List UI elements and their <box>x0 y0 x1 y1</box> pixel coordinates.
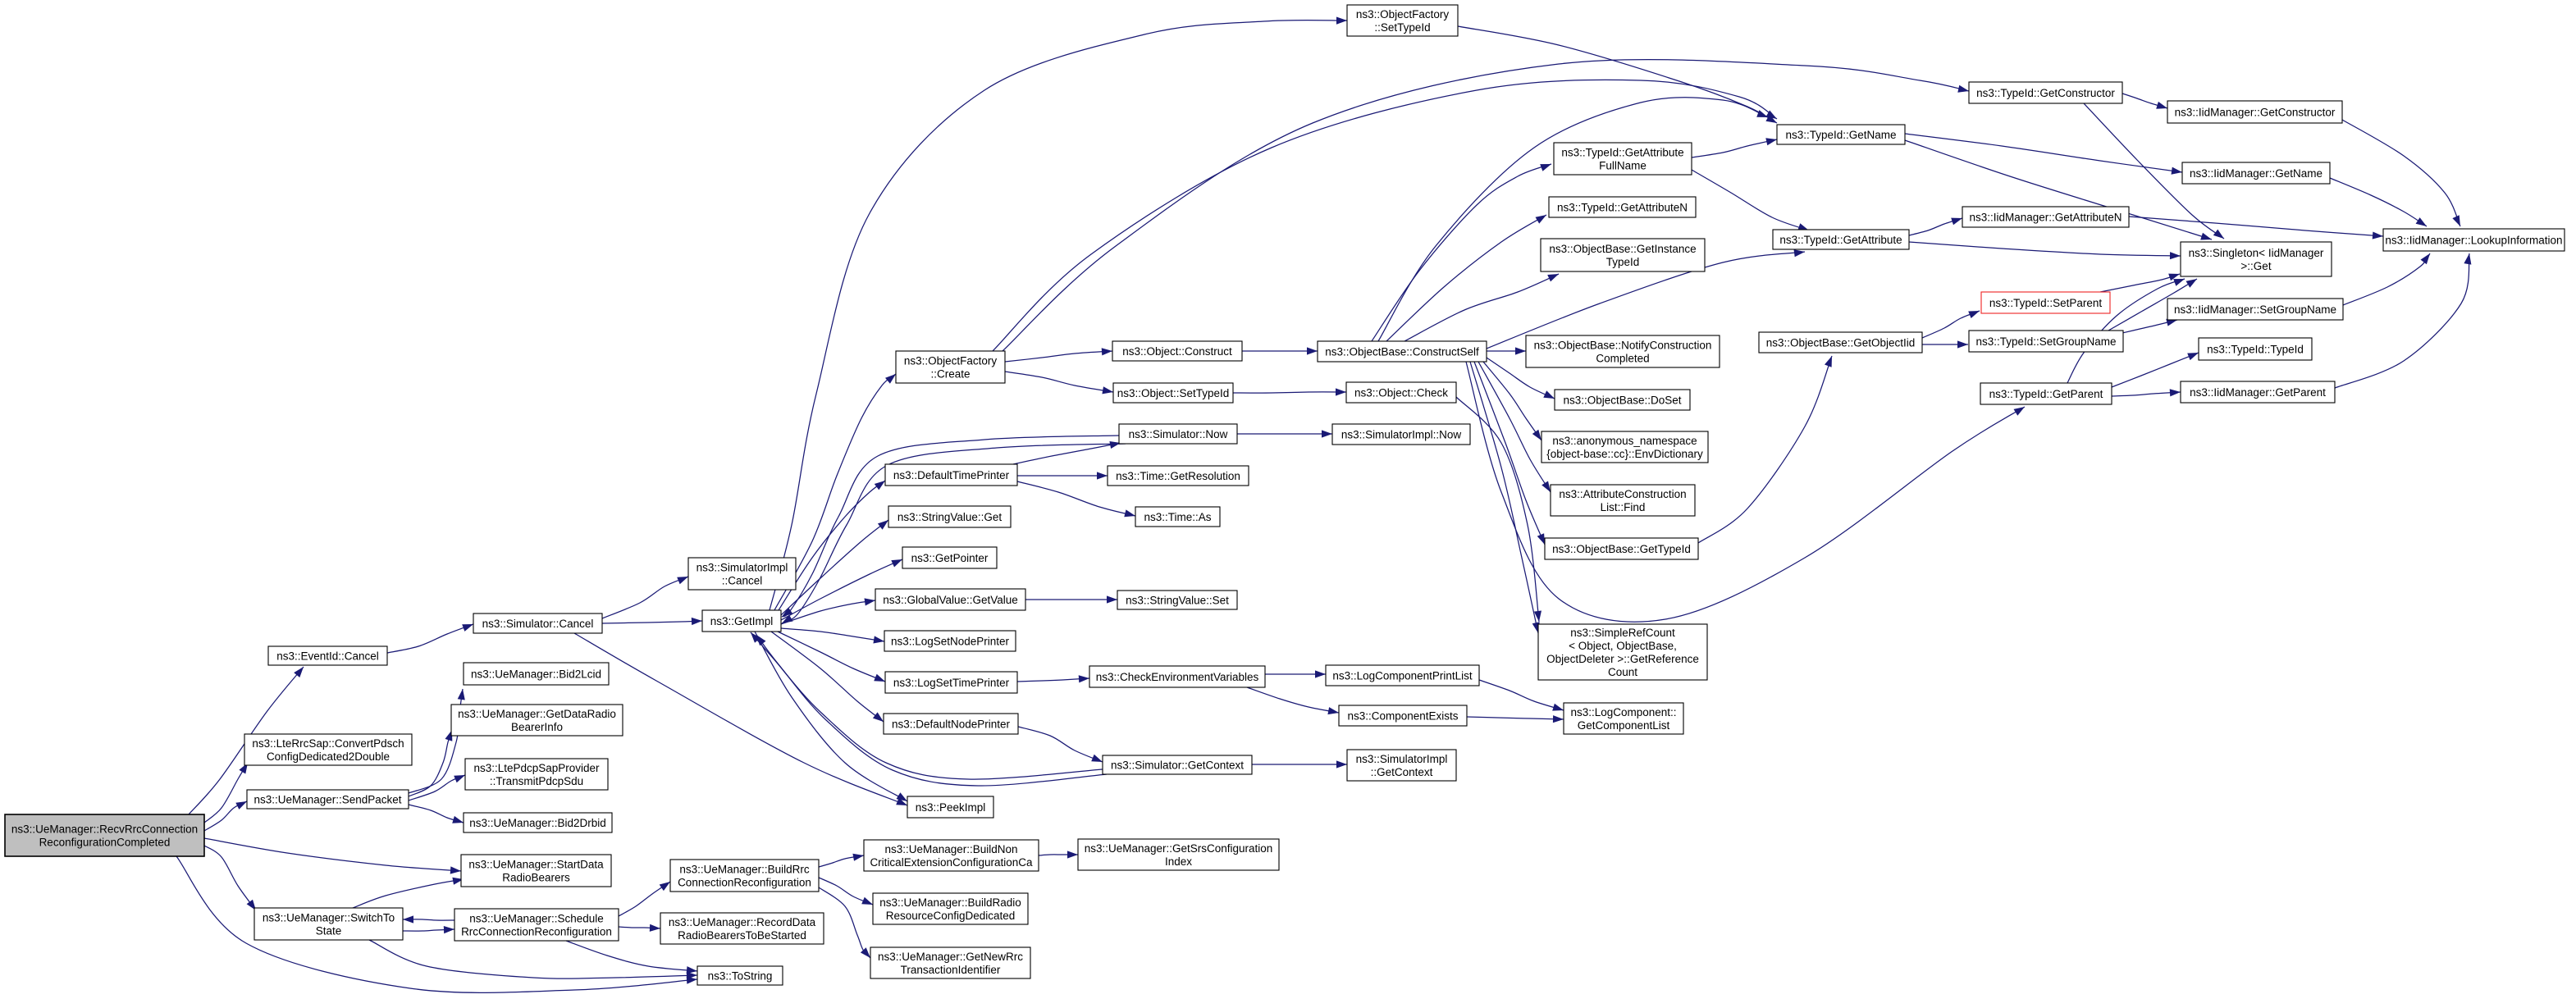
svg-text:ns3::ObjectBase::DoSet: ns3::ObjectBase::DoSet <box>1563 394 1681 406</box>
svg-text:ns3::IidManager::SetGroupName: ns3::IidManager::SetGroupName <box>2174 303 2336 316</box>
svg-text:::TransmitPdcpSdu: ::TransmitPdcpSdu <box>490 775 583 787</box>
svg-text:ns3::TypeId::GetConstructor: ns3::TypeId::GetConstructor <box>1976 87 2115 99</box>
svg-text:RadioBearersToBeStarted: RadioBearersToBeStarted <box>678 929 806 942</box>
svg-text:ns3::ComponentExists: ns3::ComponentExists <box>1347 709 1458 722</box>
svg-text:ns3::Object::Check: ns3::Object::Check <box>1354 386 1448 399</box>
svg-text:ns3::ObjectBase::GetObjectIid: ns3::ObjectBase::GetObjectIid <box>1766 336 1916 349</box>
svg-text:ns3::ObjectBase::ConstructSelf: ns3::ObjectBase::ConstructSelf <box>1325 345 1479 358</box>
svg-text:ns3::SimulatorImpl::Now: ns3::SimulatorImpl::Now <box>1341 428 1462 440</box>
svg-text:ns3::Object::Construct: ns3::Object::Construct <box>1122 345 1232 358</box>
svg-text:ns3::StringValue::Get: ns3::StringValue::Get <box>897 511 1003 523</box>
svg-text:ns3::LogSetNodePrinter: ns3::LogSetNodePrinter <box>891 635 1010 647</box>
svg-text:ns3::Simulator::Now: ns3::Simulator::Now <box>1129 428 1228 440</box>
svg-text:{object-base::cc}::EnvDictiona: {object-base::cc}::EnvDictionary <box>1546 448 1703 460</box>
svg-text:TransactionIdentifier: TransactionIdentifier <box>901 964 1001 976</box>
svg-text:TypeId: TypeId <box>1606 256 1640 268</box>
svg-text:::GetContext: ::GetContext <box>1371 766 1433 778</box>
svg-text:::Create: ::Create <box>930 367 970 380</box>
svg-text:FullName: FullName <box>1599 159 1647 171</box>
svg-text:>::Get: >::Get <box>2240 260 2271 272</box>
svg-text:ns3::UeManager::GetNewRrc: ns3::UeManager::GetNewRrc <box>878 951 1023 963</box>
svg-text:ns3::DefaultTimePrinter: ns3::DefaultTimePrinter <box>893 469 1010 481</box>
svg-text:ns3::IidManager::GetConstructo: ns3::IidManager::GetConstructor <box>2175 106 2336 118</box>
svg-text:ns3::UeManager::Schedule: ns3::UeManager::Schedule <box>469 912 604 924</box>
svg-text:ns3::Simulator::Cancel: ns3::Simulator::Cancel <box>482 618 594 630</box>
svg-text:ns3::GetImpl: ns3::GetImpl <box>710 615 774 627</box>
svg-text:ns3::SimpleRefCount: ns3::SimpleRefCount <box>1570 627 1675 639</box>
svg-text:ns3::LteRrcSap::ConvertPdsch: ns3::LteRrcSap::ConvertPdsch <box>252 737 404 750</box>
svg-text:ns3::ToString: ns3::ToString <box>708 969 773 982</box>
svg-text:GetComponentList: GetComponentList <box>1578 719 1670 732</box>
svg-text:ns3::UeManager::GetSrsConfigur: ns3::UeManager::GetSrsConfiguration <box>1085 842 1273 855</box>
svg-text:ReconfigurationCompleted: ReconfigurationCompleted <box>39 836 171 848</box>
svg-text:ns3::StringValue::Set: ns3::StringValue::Set <box>1126 594 1229 606</box>
svg-text:Count: Count <box>1608 666 1637 678</box>
svg-text:ns3::SimulatorImpl: ns3::SimulatorImpl <box>1356 753 1448 765</box>
svg-text:RadioBearers: RadioBearers <box>502 871 570 883</box>
svg-text:ns3::Time::GetResolution: ns3::Time::GetResolution <box>1116 470 1240 482</box>
svg-text:Index: Index <box>1165 855 1192 868</box>
svg-text:ns3::PeekImpl: ns3::PeekImpl <box>916 801 986 814</box>
svg-text:ns3::GlobalValue::GetValue: ns3::GlobalValue::GetValue <box>883 594 1018 606</box>
svg-text:ObjectDeleter >::GetReference: ObjectDeleter >::GetReference <box>1546 653 1699 665</box>
svg-text:ns3::TypeId::GetAttributeN: ns3::TypeId::GetAttributeN <box>1557 201 1688 213</box>
svg-text:ns3::LogSetTimePrinter: ns3::LogSetTimePrinter <box>893 677 1010 689</box>
svg-text:ns3::UeManager::RecordData: ns3::UeManager::RecordData <box>669 916 816 928</box>
svg-text:ns3::UeManager::Bid2Drbid: ns3::UeManager::Bid2Drbid <box>469 817 606 829</box>
svg-text:ns3::UeManager::BuildRrc: ns3::UeManager::BuildRrc <box>679 863 810 875</box>
svg-text:::SetTypeId: ::SetTypeId <box>1374 21 1430 34</box>
svg-text:ns3::ObjectBase::GetInstance: ns3::ObjectBase::GetInstance <box>1549 243 1696 255</box>
svg-text:ns3::Singleton< IidManager: ns3::Singleton< IidManager <box>2189 247 2324 259</box>
svg-text:CriticalExtensionConfiguration: CriticalExtensionConfigurationCa <box>870 856 1033 869</box>
svg-text:ns3::TypeId::TypeId: ns3::TypeId::TypeId <box>2207 343 2304 355</box>
svg-text:ns3::IidManager::GetName: ns3::IidManager::GetName <box>2190 167 2323 180</box>
svg-text:ns3::anonymous_namespace: ns3::anonymous_namespace <box>1552 435 1697 447</box>
svg-text:List::Find: List::Find <box>1601 501 1646 513</box>
svg-text:ns3::UeManager::RecvRrcConnect: ns3::UeManager::RecvRrcConnection <box>11 823 198 835</box>
svg-text:ns3::LtePdcpSapProvider: ns3::LtePdcpSapProvider <box>473 762 600 774</box>
svg-text:ns3::ObjectFactory: ns3::ObjectFactory <box>1356 8 1450 21</box>
svg-text:ns3::Time::As: ns3::Time::As <box>1144 511 1211 523</box>
svg-text:ns3::ObjectFactory: ns3::ObjectFactory <box>904 354 998 367</box>
svg-text:ns3::TypeId::GetAttribute: ns3::TypeId::GetAttribute <box>1561 146 1683 158</box>
svg-text:ns3::Object::SetTypeId: ns3::Object::SetTypeId <box>1117 387 1230 399</box>
svg-text:ns3::ObjectBase::NotifyConstru: ns3::ObjectBase::NotifyConstruction <box>1534 339 1712 351</box>
svg-text:ConfigDedicated2Double: ConfigDedicated2Double <box>267 750 390 763</box>
svg-text:ns3::UeManager::BuildNon: ns3::UeManager::BuildNon <box>884 843 1017 855</box>
svg-text:ns3::ObjectBase::GetTypeId: ns3::ObjectBase::GetTypeId <box>1552 543 1691 555</box>
svg-text:ns3::TypeId::SetParent: ns3::TypeId::SetParent <box>1989 297 2103 309</box>
svg-text:::Cancel: ::Cancel <box>722 574 763 586</box>
svg-text:ns3::AttributeConstruction: ns3::AttributeConstruction <box>1559 488 1686 500</box>
svg-text:ResourceConfigDedicated: ResourceConfigDedicated <box>886 910 1016 922</box>
svg-text:Completed: Completed <box>1596 352 1649 364</box>
svg-text:< Object, ObjectBase,: < Object, ObjectBase, <box>1569 640 1677 652</box>
svg-text:BearerInfo: BearerInfo <box>511 721 563 733</box>
svg-text:ns3::Simulator::GetContext: ns3::Simulator::GetContext <box>1111 759 1244 771</box>
svg-text:ns3::DefaultNodePrinter: ns3::DefaultNodePrinter <box>892 718 1011 730</box>
svg-text:ns3::UeManager::SwitchTo: ns3::UeManager::SwitchTo <box>263 911 395 924</box>
svg-text:ConnectionReconfiguration: ConnectionReconfiguration <box>678 876 811 888</box>
svg-text:ns3::CheckEnvironmentVariables: ns3::CheckEnvironmentVariables <box>1096 671 1259 683</box>
svg-text:ns3::TypeId::GetParent: ns3::TypeId::GetParent <box>1989 388 2103 400</box>
svg-text:ns3::IidManager::GetParent: ns3::IidManager::GetParent <box>2190 386 2326 399</box>
svg-text:ns3::TypeId::GetAttribute: ns3::TypeId::GetAttribute <box>1779 234 1902 246</box>
svg-text:ns3::LogComponent::: ns3::LogComponent:: <box>1570 706 1676 718</box>
svg-text:ns3::UeManager::SendPacket: ns3::UeManager::SendPacket <box>253 793 401 805</box>
svg-text:ns3::IidManager::GetAttributeN: ns3::IidManager::GetAttributeN <box>1969 211 2122 223</box>
svg-text:ns3::UeManager::StartData: ns3::UeManager::StartData <box>468 858 604 870</box>
svg-text:ns3::GetPointer: ns3::GetPointer <box>911 552 989 564</box>
svg-text:RrcConnectionReconfiguration: RrcConnectionReconfiguration <box>461 925 612 937</box>
svg-text:ns3::EventId::Cancel: ns3::EventId::Cancel <box>276 650 379 662</box>
svg-text:ns3::UeManager::Bid2Lcid: ns3::UeManager::Bid2Lcid <box>471 668 601 680</box>
svg-text:State: State <box>316 924 342 937</box>
svg-text:ns3::LogComponentPrintList: ns3::LogComponentPrintList <box>1332 669 1473 682</box>
svg-text:ns3::SimulatorImpl: ns3::SimulatorImpl <box>697 561 788 573</box>
svg-text:ns3::UeManager::GetDataRadio: ns3::UeManager::GetDataRadio <box>458 708 616 720</box>
svg-text:ns3::UeManager::BuildRadio: ns3::UeManager::BuildRadio <box>879 896 1021 909</box>
svg-text:ns3::TypeId::SetGroupName: ns3::TypeId::SetGroupName <box>1975 335 2116 348</box>
svg-text:ns3::TypeId::GetName: ns3::TypeId::GetName <box>1785 129 1896 141</box>
svg-text:ns3::IidManager::LookupInforma: ns3::IidManager::LookupInformation <box>2385 234 2562 246</box>
